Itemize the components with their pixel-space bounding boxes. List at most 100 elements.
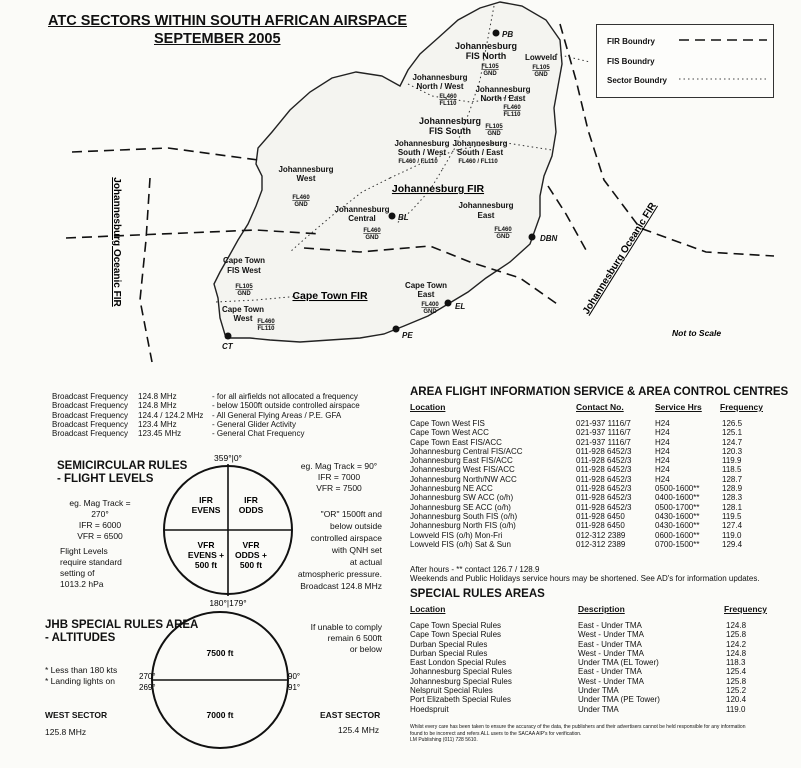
airspace-map: PB BL DBN EL PE CT Johannesburg FIS Nort… (65, 1, 775, 363)
east-sector-label: EAST SECTOR (320, 710, 381, 720)
svg-text:FL105: FL105 (481, 64, 499, 70)
svg-text:269°: 269° (139, 683, 156, 692)
quadrant-ifr-odds-2: ODDS (239, 505, 264, 515)
svg-text:FL400: FL400 (421, 302, 439, 308)
sector-ct-fis-west: Cape Town FIS West FL105 GND (223, 256, 265, 297)
svg-text:90°: 90° (288, 672, 300, 681)
svg-text:GND: GND (423, 309, 437, 315)
svg-text:GND: GND (365, 235, 379, 241)
svg-text:VFR: VFR (243, 540, 260, 550)
fir-label-johannesburg: Johannesburg FIR (392, 183, 485, 195)
city-label-ct: CT (222, 342, 234, 351)
svg-text:FL110: FL110 (503, 112, 521, 118)
svg-text:FL110: FL110 (439, 101, 457, 107)
disclaimer: Whilst every care has been taken to ensu… (410, 724, 746, 743)
svg-text:Cape Town: Cape Town (405, 281, 447, 290)
svg-text:FL105: FL105 (485, 124, 503, 130)
sector-north-west: Johannesburg North / West FL460 FL110 (412, 73, 467, 107)
map-title: ATC SECTORS WITHIN SOUTH AFRICAN AIRSPAC… (48, 13, 408, 29)
weekend-note: Weekends and Public Holidays service hou… (410, 574, 760, 583)
fir-label-oceanic-east: Johannesburg Oceanic FIR (581, 200, 659, 316)
jhb-special-circle: 7500 ft 7000 ft 270° 269° 90° 91° (139, 611, 300, 749)
sector-fis-north: Johannesburg FIS North FL105 GND (455, 41, 517, 77)
compass-top-degrees: 359°|0° (214, 453, 242, 463)
jhb-special-heading: JHB SPECIAL RULES AREA- ALTITUDES (45, 619, 199, 644)
svg-text:FL105: FL105 (532, 65, 550, 71)
svg-text:FL460: FL460 (292, 195, 310, 201)
sector-south-east: Johannesburg South / East FL460 / FL110 (452, 139, 507, 165)
svg-text:Johannesburg: Johannesburg (419, 116, 481, 126)
svg-text:North / East: North / East (481, 94, 526, 103)
sector-north-east: Johannesburg North / East FL460 FL110 (475, 85, 530, 118)
city-label-pb: PB (502, 30, 513, 39)
city-label-pe: PE (402, 331, 413, 340)
compass-bottom-degrees: 180°|179° (209, 598, 246, 608)
svg-text:East: East (478, 211, 495, 220)
semicircular-compass: 359°|0° 180°|179° IFR EVENS IFR ODDS VFR… (163, 453, 293, 608)
after-hours-note: After hours - ** contact 126.7 / 128.9 (410, 565, 540, 574)
svg-text:Johannesburg: Johannesburg (278, 165, 333, 174)
svg-text:Cape Town: Cape Town (223, 256, 265, 265)
city-markers (224, 29, 536, 340)
svg-text:North / West: North / West (417, 82, 464, 91)
east-sector-freq: 125.4 MHz (338, 725, 380, 735)
svg-text:Central: Central (348, 214, 376, 223)
legend-fir-label: FIR Boundry (607, 37, 655, 46)
svg-text:FL110: FL110 (257, 326, 275, 332)
svg-text:GND: GND (496, 234, 510, 240)
afis-heading: AREA FLIGHT INFORMATION SERVICE & AREA C… (410, 386, 789, 398)
svg-text:VFR: VFR (198, 540, 215, 550)
west-sector-freq: 125.8 MHz (45, 727, 87, 737)
svg-text:FL460: FL460 (494, 227, 512, 233)
sector-south-west: Johannesburg South / West FL460 / FL110 (394, 139, 449, 165)
svg-text:EVENS +: EVENS + (188, 550, 224, 560)
fir-label-cape-town: Cape Town FIR (292, 290, 367, 302)
quadrant-ifr-evens-2: EVENS (192, 505, 221, 515)
svg-text:Lowveld: Lowveld (525, 53, 557, 62)
city-label-el: EL (455, 302, 465, 311)
svg-text:GND: GND (534, 72, 548, 78)
svg-text:500 ft: 500 ft (240, 560, 262, 570)
svg-text:West: West (297, 174, 316, 183)
svg-text:GND: GND (487, 131, 501, 137)
west-sector-label: WEST SECTOR (45, 710, 108, 720)
svg-text:Johannesburg: Johannesburg (394, 139, 449, 148)
legend-line-samples (679, 39, 767, 80)
country-outline (213, 1, 563, 343)
legend-box: FIR Boundry FIS Boundry Sector Boundry (596, 24, 774, 98)
svg-text:Johannesburg: Johannesburg (458, 201, 513, 210)
sector-west: Johannesburg West FL460 GND (278, 165, 333, 208)
svg-text:270°: 270° (139, 672, 156, 681)
svg-text:500 ft: 500 ft (195, 560, 217, 570)
svg-text:GND: GND (483, 71, 497, 77)
semicircular-heading: SEMICIRCULAR RULES- FLIGHT LEVELS (57, 460, 188, 485)
svg-text:ODDS +: ODDS + (235, 550, 267, 560)
sector-central: Johannesburg Central FL460 GND (334, 205, 389, 241)
not-to-scale-note: Not to Scale (672, 328, 721, 338)
svg-text:South / East: South / East (457, 148, 504, 157)
svg-text:FL460: FL460 (363, 228, 381, 234)
svg-text:FL460: FL460 (257, 319, 275, 325)
svg-text:FL460: FL460 (503, 105, 521, 111)
svg-text:FL460 / FL110: FL460 / FL110 (458, 159, 498, 165)
svg-text:Johannesburg: Johannesburg (452, 139, 507, 148)
upper-altitude: 7500 ft (207, 648, 234, 658)
svg-text:FL460: FL460 (439, 94, 457, 100)
svg-text:FIS West: FIS West (227, 266, 261, 275)
svg-text:91°: 91° (288, 683, 300, 692)
legend-fis-label: FIS Boundry (607, 57, 655, 66)
lower-altitude: 7000 ft (207, 710, 234, 720)
sra-heading: SPECIAL RULES AREAS (410, 588, 545, 600)
sector-fis-south: Johannesburg FIS South FL105 GND (419, 116, 503, 137)
sector-east: Johannesburg East FL460 GND (458, 201, 513, 240)
svg-text:Cape Town: Cape Town (222, 305, 264, 314)
svg-text:West: West (234, 314, 253, 323)
quadrant-ifr-evens-1: IFR (199, 495, 213, 505)
svg-text:East: East (418, 290, 435, 299)
svg-text:GND: GND (237, 291, 251, 297)
sector-ct-east: Cape Town East FL400 GND (405, 281, 447, 315)
